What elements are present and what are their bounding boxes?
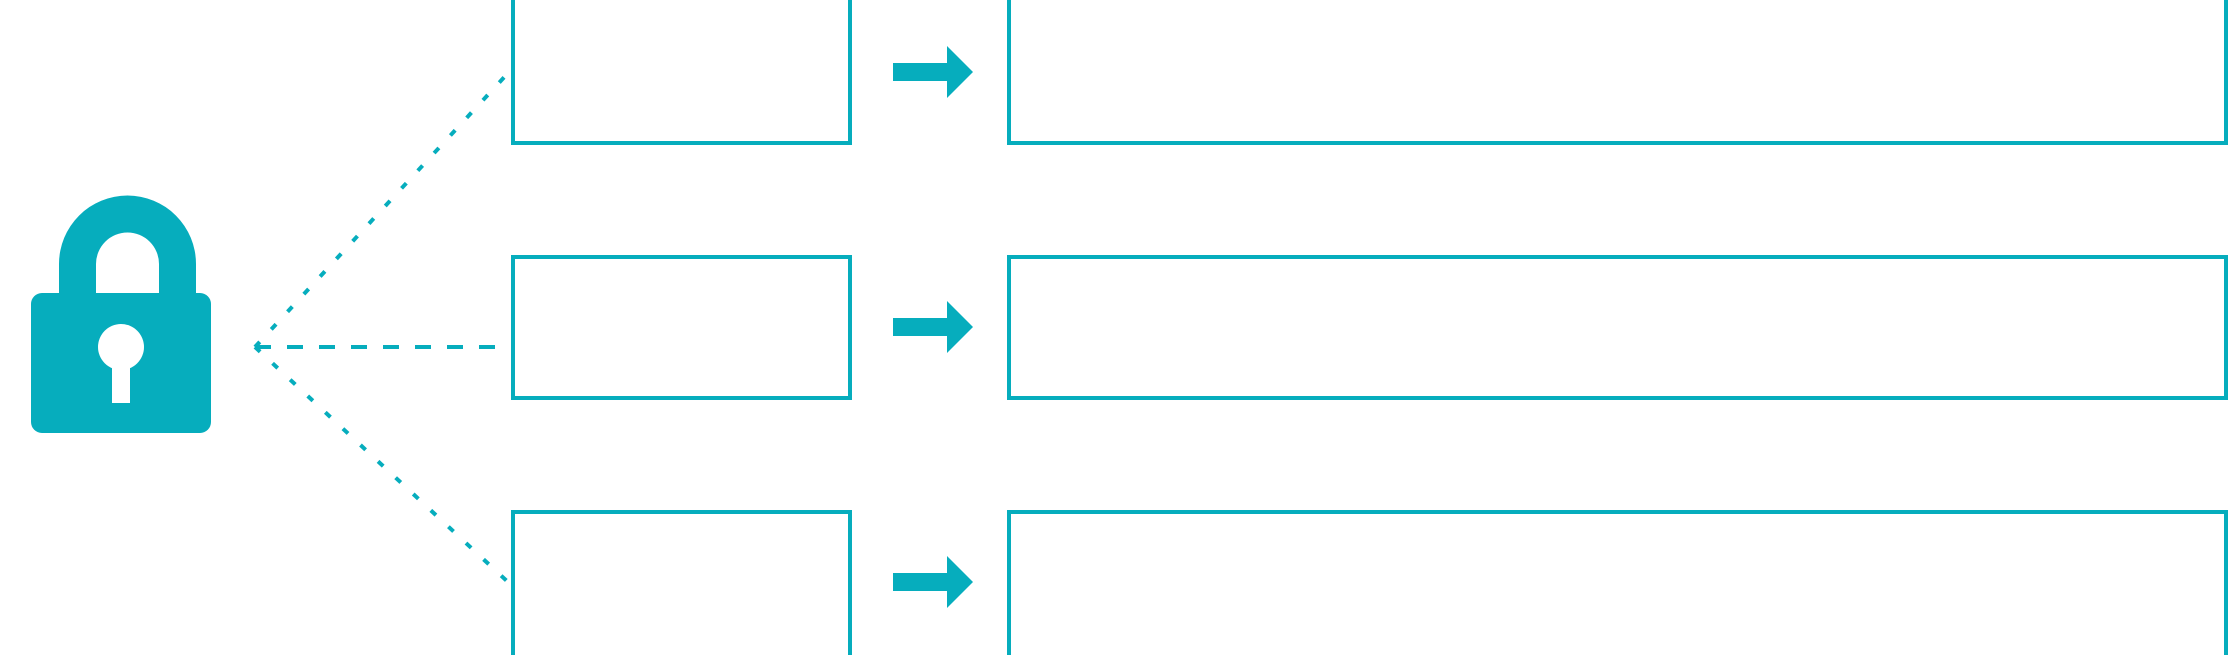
padlock-keyhole-circle	[98, 324, 144, 370]
label-box-outline-row-2[interactable]	[511, 255, 852, 400]
connector-line-row-3	[253, 345, 511, 585]
arrow-right-icon-row-2	[893, 301, 973, 353]
arrow-right-icon-row-1	[893, 46, 973, 98]
detail-box-outline-row-1[interactable]	[1007, 0, 2228, 145]
padlock-keyhole-stem	[112, 355, 130, 403]
padlock-icon	[31, 195, 211, 433]
arrow-right-icon-row-3	[893, 556, 973, 608]
connector-line-row-1	[253, 70, 511, 349]
detail-box-outline-row-3[interactable]	[1007, 510, 2228, 655]
label-box-outline-row-3[interactable]	[511, 510, 852, 655]
connector-group	[253, 70, 511, 585]
detail-box-outline-row-2[interactable]	[1007, 255, 2228, 400]
padlock-shackle	[59, 195, 196, 310]
label-box-outline-row-1[interactable]	[511, 0, 852, 145]
